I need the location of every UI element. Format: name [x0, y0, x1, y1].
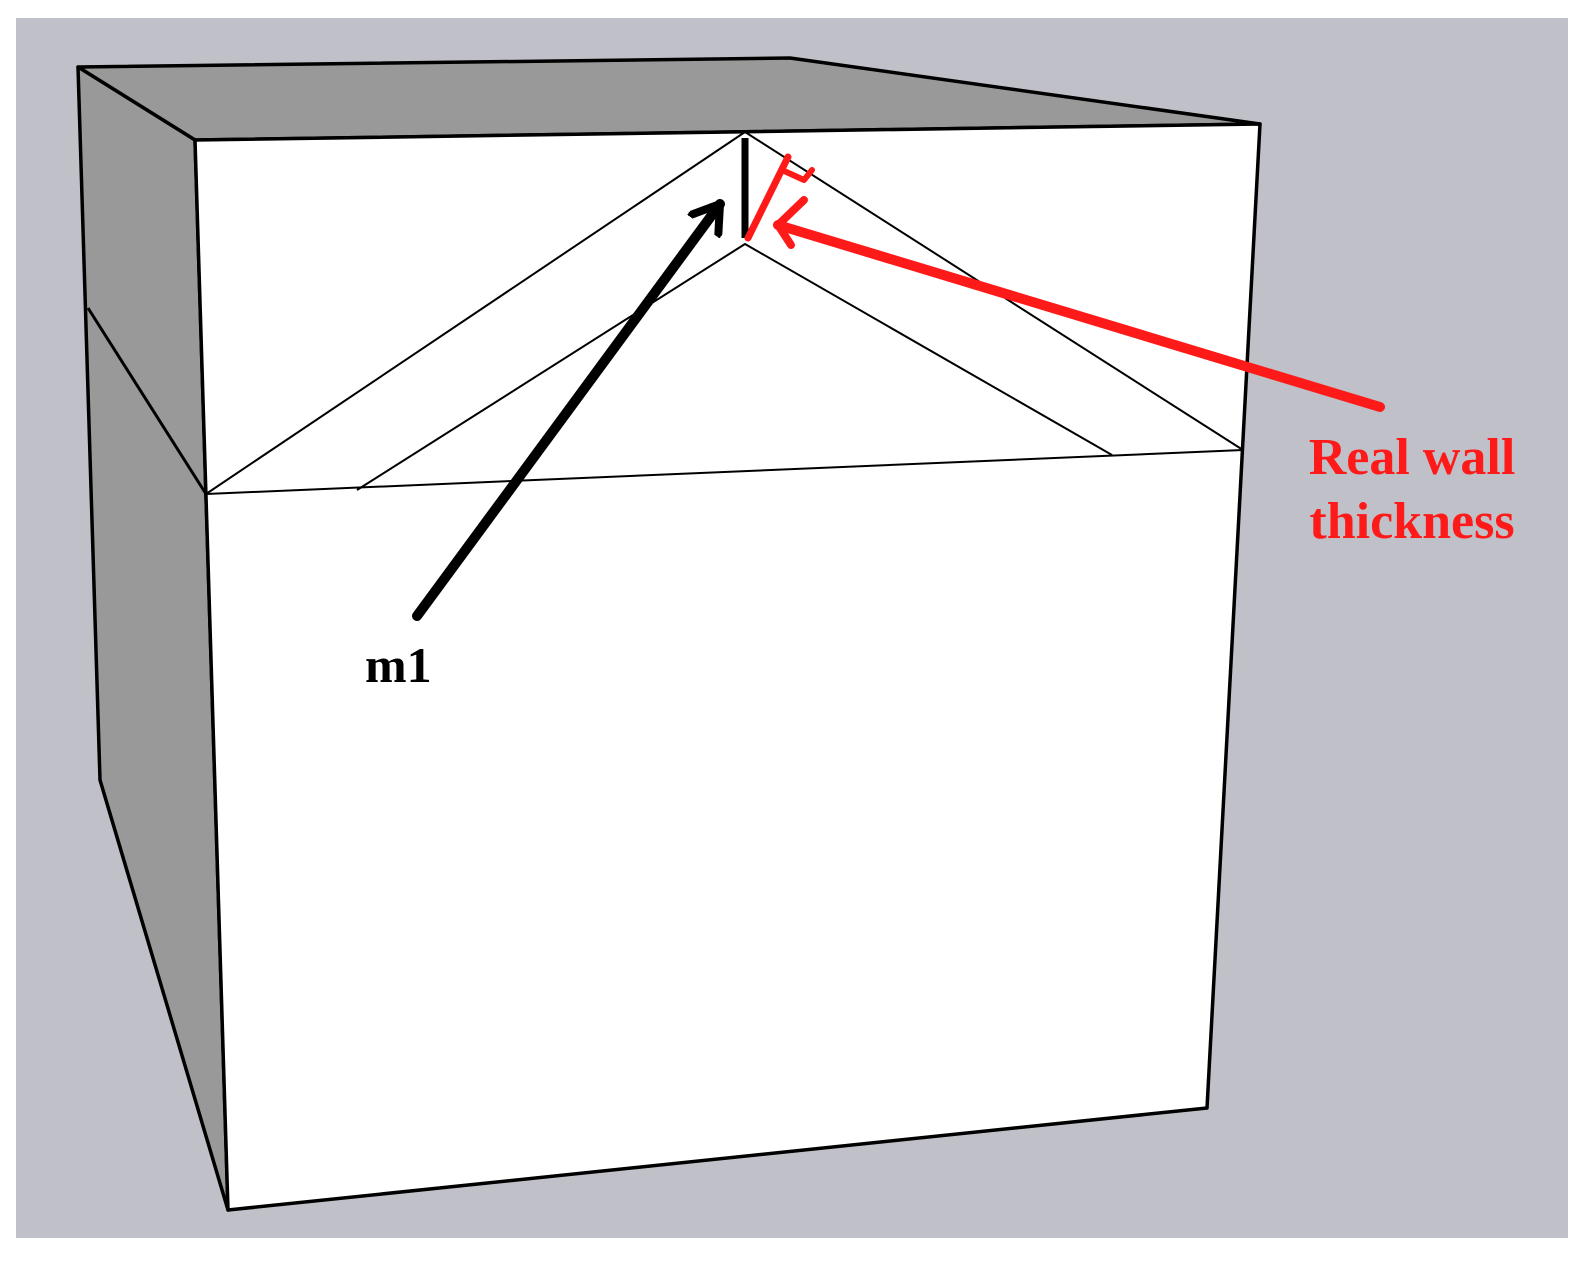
section-edges [86, 131, 1244, 495]
m1-label: m1 [365, 637, 432, 693]
real-wall-annotation [744, 153, 1385, 412]
right-angle-mark [779, 167, 815, 183]
wall-arrow-shaft [773, 220, 1385, 412]
wall-arrow-head [774, 196, 808, 249]
outer-chevron [205, 131, 1244, 495]
real-wall-label-line1: Real wall [1309, 429, 1516, 486]
section-base-line [205, 449, 1244, 495]
box-front-face [193, 122, 1262, 1212]
left-face-section-edge [86, 307, 208, 495]
inner-chevron [356, 243, 1113, 491]
real-wall-label-line2: thickness [1309, 493, 1514, 550]
m1-arrow [412, 199, 725, 621]
m1-annotation: m1 [365, 138, 749, 693]
